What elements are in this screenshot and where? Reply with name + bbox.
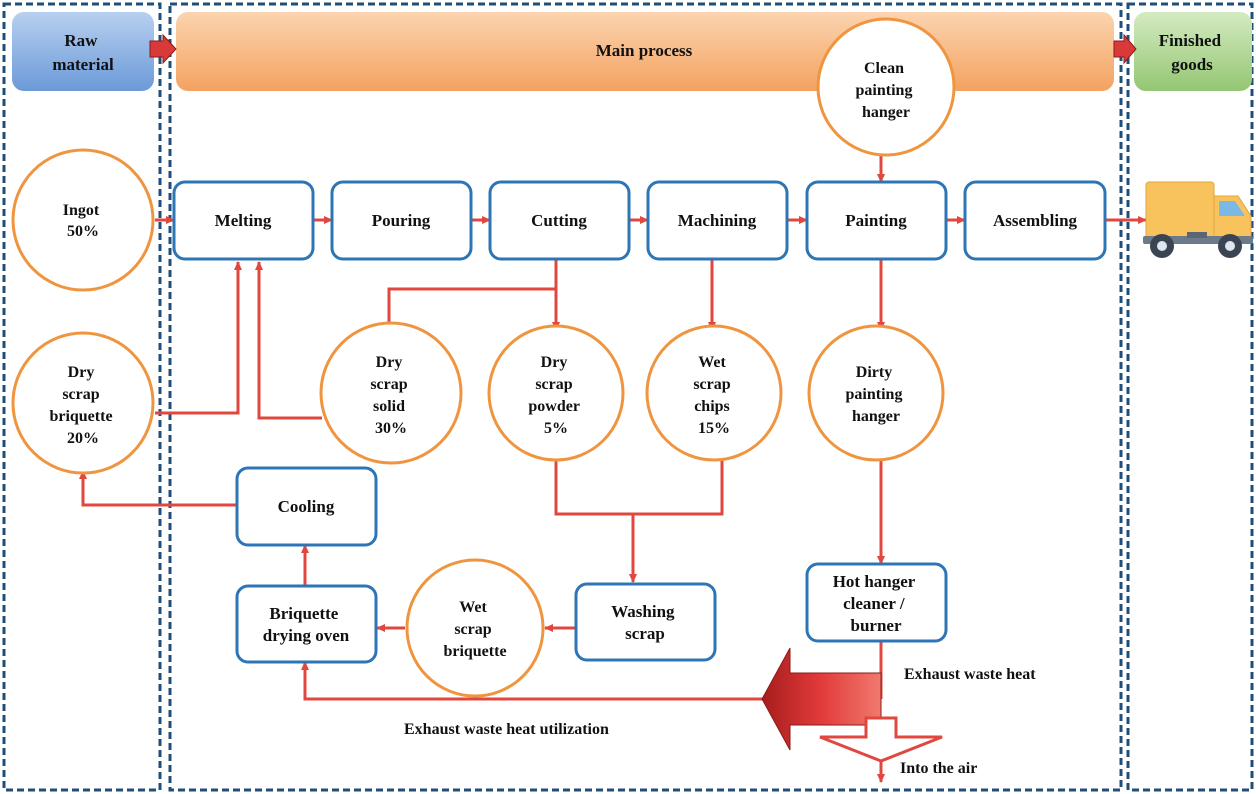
hanger-cleaner-line3: burner [851, 616, 902, 635]
exhaust-waste-heat-label: Exhaust waste heat [904, 666, 1036, 683]
assembling-box [963, 180, 1107, 261]
finished-goods-header [1134, 12, 1252, 91]
pouring-label: Pouring [372, 211, 431, 230]
assembling-label: Assembling [993, 211, 1078, 230]
finished-goods-section [1126, 2, 1254, 792]
drying-oven-line1: Briquette [269, 604, 338, 623]
clean-hanger-line2: painting [856, 82, 913, 99]
ingot-label: Ingot 50% [63, 202, 103, 240]
washing-line2: scrap [625, 624, 665, 643]
wet-chips-line4: 15% [698, 420, 730, 437]
raw-header-line1: Raw [64, 31, 98, 50]
raw-to-main-arrow [149, 33, 177, 65]
into-the-air-label: Into the air [900, 760, 977, 777]
pouring-box [330, 180, 473, 261]
exhaust-waste-heat-utilization-label: Exhaust waste heat utilization [404, 721, 609, 738]
ingot-line1: Ingot [63, 202, 100, 219]
wet-scrap-briquette-label: Wet scrap briquette [443, 599, 506, 660]
machining-box [646, 180, 789, 261]
dry-powder-line3: powder [528, 398, 579, 415]
melting-box [172, 180, 315, 261]
dry-solid-line3: solid [373, 398, 405, 415]
raw-material-header [12, 12, 154, 91]
dirty-painting-hanger-label: Dirty painting hanger [846, 364, 907, 425]
dry-scrap-briquette-label: Dry scrap briquette 20% [49, 364, 116, 447]
dry-powder-line2: scrap [535, 376, 572, 393]
arrow-dry-briquette-melting [155, 261, 242, 415]
finished-header-line2: goods [1171, 55, 1213, 74]
dirty-hanger-line3: hanger [852, 408, 900, 425]
drying-oven-label: Briquette drying oven [263, 604, 350, 645]
arrow-cooling-dry-briquette [79, 470, 237, 507]
painting-label: Painting [845, 211, 907, 230]
wet-scrap-chips-circle [645, 324, 783, 462]
washing-scrap-label: Washing scrap [611, 602, 679, 643]
dry-scrap-briquette-circle [11, 331, 155, 475]
drying-oven-box [235, 584, 378, 664]
into-air-arrow [819, 716, 943, 763]
svg-text:Finished goods: Finished goods [1159, 31, 1226, 74]
dry-solid-line2: scrap [370, 376, 407, 393]
finished-header-line1: Finished [1159, 31, 1222, 50]
dry-scrap-solid-label: Dry scrap solid 30% [370, 354, 411, 437]
dirty-painting-hanger-circle [807, 324, 945, 462]
dry-briquette-line3: briquette [49, 408, 112, 425]
exhaust-heat-utilization-arrow [761, 647, 882, 751]
melting-label: Melting [215, 211, 272, 230]
dry-powder-line1: Dry [541, 354, 568, 371]
wet-chips-line2: scrap [693, 376, 730, 393]
dry-scrap-powder-label: Dry scrap powder 5% [528, 354, 583, 437]
wet-briquette-line2: scrap [454, 621, 491, 638]
flow-connectors [79, 148, 1147, 783]
dry-briquette-line4: 20% [67, 430, 99, 447]
dry-briquette-line2: scrap [62, 386, 99, 403]
ingot-line2: 50% [67, 223, 99, 240]
dry-scrap-powder-circle [487, 324, 625, 462]
machining-label: Machining [678, 211, 757, 230]
svg-text:Raw material: Raw material [52, 31, 114, 74]
arrow-chips-merge [633, 457, 724, 516]
hanger-cleaner-line1: Hot hanger [833, 572, 916, 591]
wet-chips-line3: chips [694, 398, 730, 415]
arrow-dry-solid-melting [255, 261, 322, 420]
arrow-exhaust-oven [301, 661, 770, 701]
dry-scrap-solid-circle [319, 321, 463, 465]
washing-line1: Washing [611, 602, 675, 621]
cooling-label: Cooling [278, 497, 335, 516]
wet-scrap-briquette-circle [405, 558, 545, 698]
raw-material-section [2, 2, 162, 792]
delivery-truck-icon [1143, 181, 1253, 258]
ingot-circle [11, 148, 155, 292]
arrow-cutting-dry-solid [385, 260, 558, 331]
hanger-cleaner-label: Hot hanger cleaner / burner [833, 572, 920, 635]
dry-solid-line4: 30% [375, 420, 407, 437]
dirty-hanger-line1: Dirty [856, 364, 892, 381]
wet-briquette-line1: Wet [459, 599, 487, 616]
hanger-cleaner-line2: cleaner / [843, 594, 905, 613]
dry-briquette-line1: Dry [68, 364, 95, 381]
dry-solid-line1: Dry [376, 354, 403, 371]
hanger-cleaner-box [805, 562, 948, 643]
clean-hanger-line1: Clean [864, 60, 904, 77]
arrow-powder-merge [554, 457, 633, 516]
main-process-title: Main process [596, 41, 693, 60]
clean-hanger-line3: hanger [862, 104, 910, 121]
dry-powder-line4: 5% [544, 420, 568, 437]
wet-scrap-chips-label: Wet scrap chips 15% [693, 354, 734, 437]
clean-painting-hanger-label: Clean painting hanger [856, 60, 917, 121]
cutting-box [488, 180, 631, 261]
main-to-finished-arrow [1113, 33, 1137, 65]
wet-briquette-line3: briquette [443, 643, 506, 660]
painting-box [805, 180, 948, 261]
dirty-hanger-line2: painting [846, 386, 903, 403]
cooling-box [235, 466, 378, 547]
raw-header-line2: material [52, 55, 114, 74]
cutting-label: Cutting [531, 211, 587, 230]
main-process-section [168, 2, 1123, 792]
washing-scrap-box [574, 582, 717, 662]
clean-painting-hanger-circle [816, 17, 956, 157]
drying-oven-line2: drying oven [263, 626, 350, 645]
wet-chips-line1: Wet [698, 354, 726, 371]
